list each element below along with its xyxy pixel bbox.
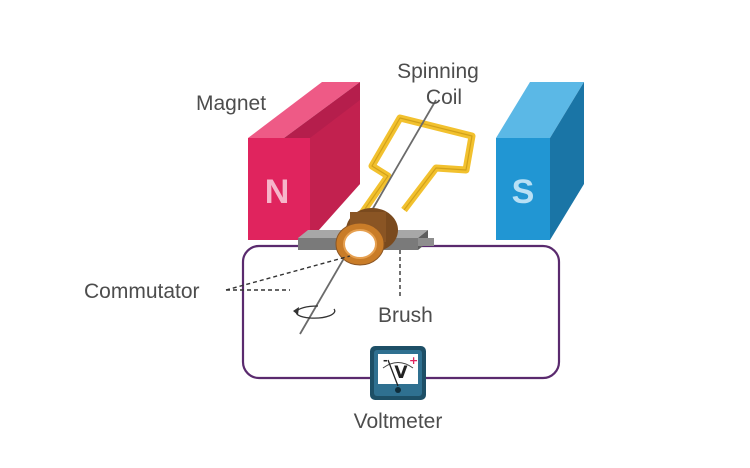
coil-loop-outline	[359, 117, 473, 217]
voltmeter-symbol: V	[394, 363, 408, 383]
south-magnet-side	[550, 82, 584, 240]
north-magnet-side-shade	[310, 100, 360, 240]
voltmeter-pivot	[395, 387, 401, 393]
coil-label-line2: Coil	[426, 86, 462, 109]
north-magnet-top	[248, 82, 360, 138]
voltmeter-minus: -	[383, 354, 388, 367]
voltmeter: V - +	[370, 346, 426, 400]
commutator-leader	[225, 255, 351, 291]
spinning-coil	[357, 114, 476, 219]
voltmeter-scale	[382, 362, 414, 369]
south-magnet-top	[496, 82, 584, 138]
voltmeter-plus: +	[409, 354, 418, 367]
south-magnet: S	[496, 82, 584, 240]
south-magnet-front	[496, 138, 550, 240]
north-magnet-face	[248, 138, 310, 240]
commutator-label: Commutator	[84, 280, 200, 303]
voltmeter-face	[378, 354, 418, 384]
south-pole-letter: S	[512, 173, 535, 211]
rotation-arrow-icon	[293, 305, 336, 319]
brush-tab	[418, 238, 434, 246]
magnet-label: Magnet	[196, 92, 266, 115]
voltmeter-needle	[387, 359, 399, 387]
north-pole-letter: N	[265, 173, 290, 211]
brush-label: Brush	[378, 304, 433, 327]
voltmeter-label: Voltmeter	[354, 410, 443, 433]
commutator-hole	[343, 229, 377, 259]
commutator	[335, 208, 398, 266]
north-magnet: N	[248, 82, 360, 240]
coil-label-line1: Spinning	[397, 60, 479, 83]
